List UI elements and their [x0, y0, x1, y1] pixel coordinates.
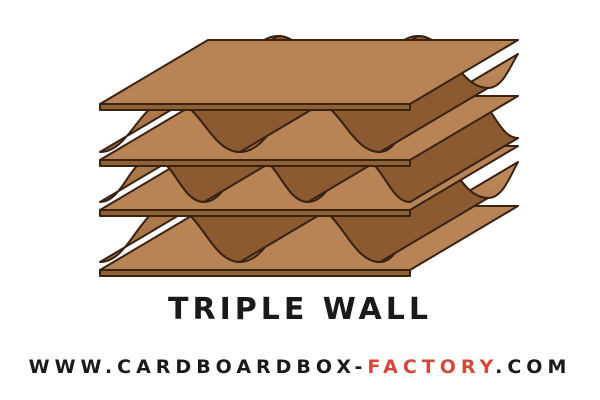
website-url: WWW.CARDBOARDBOX-FACTORY.COM	[0, 354, 600, 380]
website-highlight: FACTORY	[367, 356, 496, 378]
website-prefix: WWW.CARDBOARDBOX-	[28, 356, 368, 378]
diagram-title: TRIPLE WALL	[168, 292, 432, 327]
liner-top	[99, 39, 519, 111]
website-suffix: .COM	[495, 356, 572, 378]
corrugated-board-icon	[99, 35, 519, 277]
